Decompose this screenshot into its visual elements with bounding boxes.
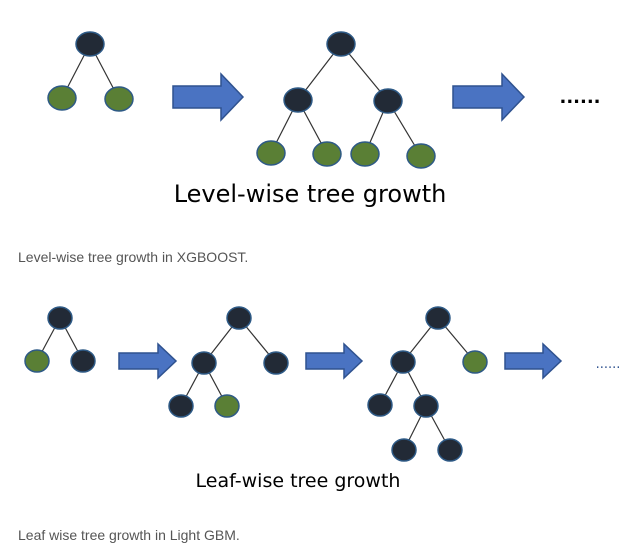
leaf-wise-tree-3-internal-node xyxy=(390,350,416,374)
leaf-wise-tree-2-internal-node xyxy=(226,306,252,330)
level-wise-tree-1-leaf-node xyxy=(47,85,77,111)
leaf-wise-tree-2-internal-node xyxy=(263,351,289,375)
arrow-icon xyxy=(452,72,526,122)
leaf-wise-tree-3-internal-node xyxy=(437,438,463,462)
level-wise-tree-2-leaf-node xyxy=(350,141,380,167)
arrow-icon xyxy=(118,342,178,380)
level-wise-tree-1-leaf-node xyxy=(104,86,134,112)
edges-layer xyxy=(36,43,476,451)
leaf-wise-title: Leaf-wise tree growth xyxy=(196,470,401,492)
leaf-wise-caption: Leaf wise tree growth in Light GBM. xyxy=(18,527,240,543)
level-wise-tree-1-internal-node xyxy=(75,31,105,57)
leaf-wise-tree-3-internal-node xyxy=(391,438,417,462)
arrow-icon xyxy=(504,342,563,380)
leaf-wise-tree-1-internal-node xyxy=(70,349,96,373)
leaf-wise-tree-1-internal-node xyxy=(47,306,73,330)
level-wise-tree-2-internal-node xyxy=(326,31,356,57)
level-wise-tree-2-internal-node xyxy=(373,88,403,114)
leaf-wise-tree-3-internal-node xyxy=(367,393,393,417)
level-wise-ellipsis: ...... xyxy=(559,87,600,108)
leaf-wise-tree-3-internal-node xyxy=(425,306,451,330)
leaf-wise-ellipsis: ...... xyxy=(596,357,621,372)
leaf-wise-tree-1-leaf-node xyxy=(24,349,50,373)
arrow-icon xyxy=(172,72,245,122)
level-wise-tree-2-leaf-node xyxy=(406,143,436,169)
level-wise-tree-2-leaf-node xyxy=(256,140,286,166)
leaf-wise-tree-3-leaf-node xyxy=(462,350,488,374)
arrow-icon xyxy=(305,342,364,380)
level-wise-title: Level-wise tree growth xyxy=(174,180,447,208)
leaf-wise-tree-2-internal-node xyxy=(191,351,217,375)
level-wise-tree-2-leaf-node xyxy=(312,141,342,167)
level-wise-tree-2-internal-node xyxy=(283,87,313,113)
nodes-layer xyxy=(24,31,488,462)
leaf-wise-tree-3-internal-node xyxy=(413,394,439,418)
level-wise-caption: Level-wise tree growth in XGBOOST. xyxy=(18,249,249,265)
leaf-wise-tree-2-leaf-node xyxy=(214,394,240,418)
arrows-layer xyxy=(118,72,563,380)
leaf-wise-tree-2-internal-node xyxy=(168,394,194,418)
